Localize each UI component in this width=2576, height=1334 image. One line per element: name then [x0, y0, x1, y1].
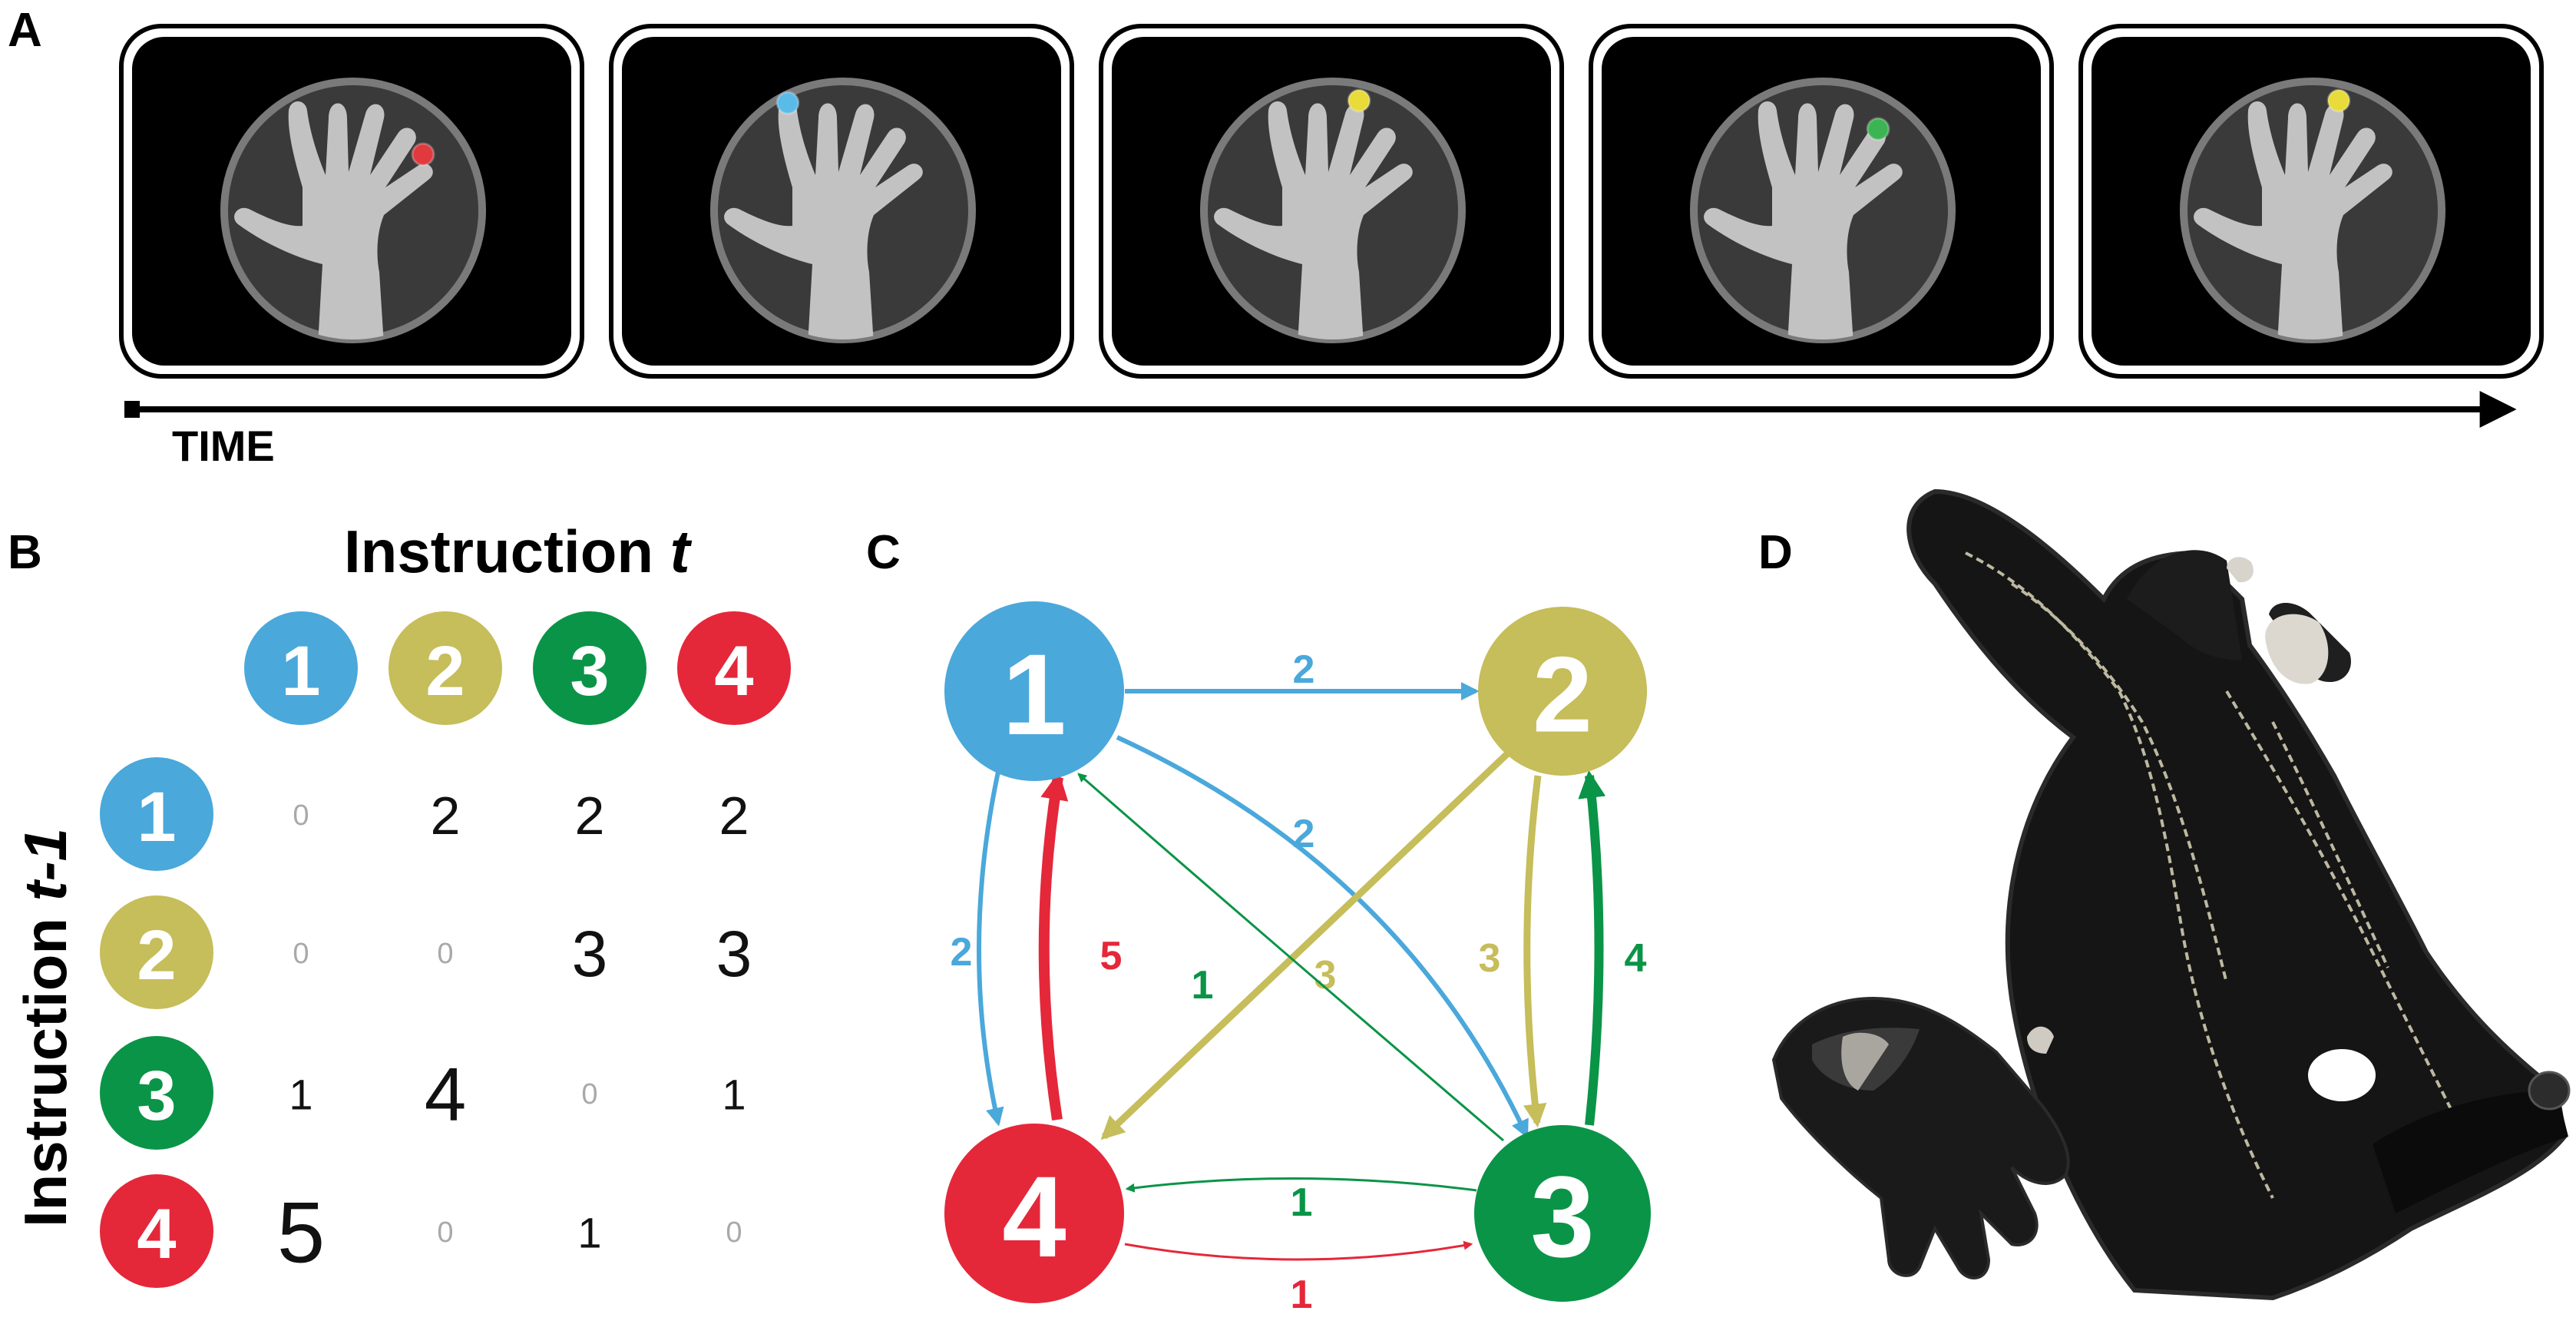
matrix-cell: 0 — [293, 938, 309, 970]
edge-label-2-3: 3 — [1479, 936, 1501, 981]
yellow-dot-icon — [1347, 88, 1371, 113]
blue-dot-icon — [775, 91, 800, 115]
matrix-cell: 0 — [437, 938, 453, 970]
column-header-3 — [533, 611, 646, 725]
node-4: 4 — [944, 1124, 1124, 1303]
edge-label-1-2: 2 — [1293, 647, 1315, 692]
screen-1 — [119, 24, 584, 379]
screen-5 — [2078, 24, 2544, 379]
hand-icon — [224, 81, 482, 345]
column-header-label: 1 — [281, 632, 320, 710]
matrix-cell: 0 — [293, 799, 309, 832]
time-label: TIME — [172, 422, 275, 470]
matrix-cell: 1 — [289, 1071, 312, 1119]
transition-graph: 2 2 2 3 3 1 4 1 5 1 1 2 3 — [944, 601, 1651, 1317]
svg-text:2: 2 — [1533, 634, 1592, 755]
row-header-label: 1 — [137, 778, 176, 856]
row-header-2 — [100, 895, 213, 1009]
green-dot-icon — [1866, 117, 1890, 141]
node-3: 3 — [1474, 1125, 1651, 1302]
column-header-label: 2 — [425, 632, 465, 710]
column-header-1 — [244, 611, 358, 725]
column-title: Instruction t — [344, 518, 693, 585]
column-header-label: 4 — [714, 632, 753, 710]
row-header-1 — [100, 757, 213, 871]
matrix-cell: 2 — [431, 786, 461, 846]
matrix-cell: 5 — [277, 1185, 325, 1281]
edge-3-1 — [1077, 773, 1504, 1142]
svg-text:3: 3 — [1530, 1152, 1594, 1281]
row-header-4 — [100, 1174, 213, 1288]
matrix-cell: 2 — [719, 786, 749, 846]
screen-4 — [1589, 24, 2054, 379]
edge-2-3 — [1523, 775, 1547, 1128]
edge-label-3-1: 1 — [1192, 963, 1214, 1008]
data-glove-photo — [1771, 488, 2571, 1301]
matrix-cell: 1 — [722, 1071, 746, 1119]
node-1: 1 — [944, 601, 1124, 781]
matrix-cell: 0 — [581, 1078, 597, 1111]
row-title: Instruction t-1 — [12, 828, 79, 1227]
edge-4-1 — [1038, 771, 1069, 1121]
yellow-dot-icon — [2326, 88, 2351, 113]
panel-b-letter: B — [8, 526, 42, 579]
panel-c-letter: C — [866, 526, 901, 579]
column-header-label: 3 — [570, 632, 609, 710]
edge-4-3 — [1124, 1240, 1473, 1261]
matrix-cell: 4 — [425, 1052, 467, 1137]
hand-icon — [1694, 81, 1952, 345]
small-glove — [1771, 996, 2070, 1279]
row-header-label: 2 — [137, 916, 176, 995]
panel-d-letter: D — [1758, 526, 1793, 579]
svg-text:1: 1 — [1002, 630, 1066, 759]
row-header-label: 4 — [137, 1195, 176, 1273]
edge-3-4 — [1125, 1177, 1477, 1193]
edge-label-4-1: 5 — [1100, 934, 1123, 978]
matrix-cell: 3 — [572, 918, 608, 990]
matrix-cell: 1 — [577, 1209, 601, 1257]
row-header-3 — [100, 1036, 213, 1150]
matrix-cell: 0 — [726, 1216, 742, 1249]
matrix-cell: 0 — [437, 1216, 453, 1249]
edge-label-2-4: 3 — [1314, 953, 1337, 998]
edge-1-4 — [977, 771, 1004, 1127]
edge-label-1-3: 2 — [1293, 812, 1315, 856]
edge-label-1-4: 2 — [951, 930, 973, 975]
hand-icon — [714, 81, 972, 345]
red-dot-icon — [411, 142, 435, 167]
edge-label-3-4: 1 — [1291, 1180, 1313, 1225]
hand-icon — [1204, 81, 1462, 345]
edge-label-4-3: 1 — [1291, 1273, 1313, 1317]
panel-a-letter: A — [8, 4, 42, 57]
time-axis — [124, 391, 2517, 428]
hand-icon — [2184, 81, 2442, 345]
svg-text:4: 4 — [1002, 1152, 1066, 1281]
node-2: 2 — [1478, 607, 1647, 776]
edge-1-3 — [1116, 735, 1529, 1139]
large-glove — [1906, 488, 2571, 1301]
column-header-4 — [677, 611, 791, 725]
edge-label-3-2: 4 — [1625, 936, 1647, 981]
row-header-label: 3 — [137, 1057, 176, 1135]
matrix-cell: 3 — [716, 918, 752, 990]
screen-3 — [1099, 24, 1564, 379]
edge-2-4 — [1100, 746, 1516, 1140]
edge-3-2 — [1578, 770, 1606, 1126]
column-header-2 — [389, 611, 502, 725]
matrix-cell: 2 — [575, 786, 605, 846]
screen-2 — [609, 24, 1074, 379]
transition-matrix: 1 2 3 4 1 2 3 4 0 2 2 2 0 0 3 3 1 4 0 1 5 0 1 0 — [100, 611, 791, 1288]
